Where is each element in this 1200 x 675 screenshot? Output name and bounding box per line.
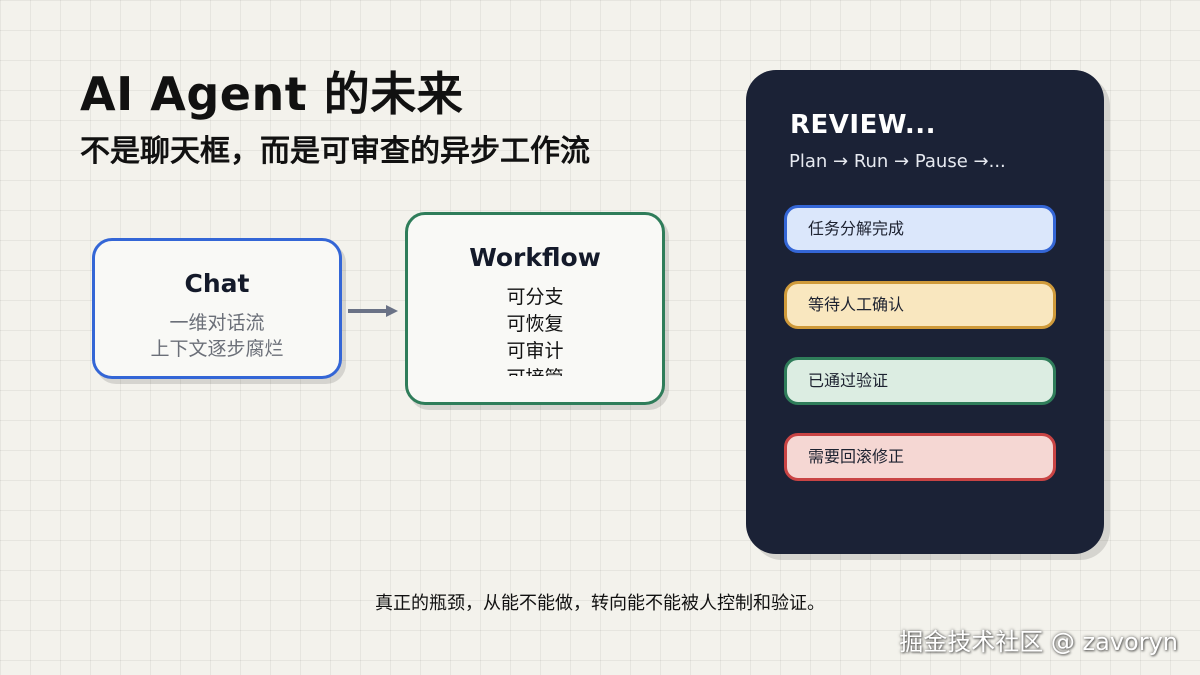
page-title: AI Agent 的未来 xyxy=(80,67,464,121)
review-status-pill: 任务分解完成 xyxy=(784,205,1056,253)
watermark: 掘金技术社区 @ zavoryn xyxy=(899,628,1178,656)
workflow-card-title: Workflow xyxy=(469,243,601,272)
review-panel-title: REVIEW... xyxy=(790,110,937,140)
arrow-right-icon xyxy=(348,305,398,317)
workflow-line: 可恢复 xyxy=(506,313,564,335)
review-status-pill: 已通过验证 xyxy=(784,357,1056,405)
review-status-pill: 等待人工确认 xyxy=(784,281,1056,329)
review-status-pill: 需要回滚修正 xyxy=(784,433,1056,481)
workflow-line: 可接管 xyxy=(408,365,662,376)
workflow-line: 可审计 xyxy=(506,340,564,362)
review-panel: REVIEW... Plan → Run → Pause →... 任务分解完成… xyxy=(746,70,1104,554)
workflow-card: Workflow 可分支 可恢复 可审计 可接管 xyxy=(405,212,665,405)
footer-caption: 真正的瓶颈，从能不能做，转向能不能被人控制和验证。 xyxy=(375,593,825,614)
chat-card-title: Chat xyxy=(184,269,250,298)
review-panel-flow: Plan → Run → Pause →... xyxy=(789,151,1006,172)
chat-card-lines: 一维对话流 上下文逐步腐烂 xyxy=(95,310,339,362)
workflow-card-lines: 可分支 可恢复 可审计 可接管 xyxy=(408,284,662,376)
chat-line: 一维对话流 xyxy=(169,312,265,334)
page-subtitle: 不是聊天框，而是可审查的异步工作流 xyxy=(80,134,590,169)
chat-line: 上下文逐步腐烂 xyxy=(150,338,284,360)
chat-card: Chat 一维对话流 上下文逐步腐烂 xyxy=(92,238,342,379)
workflow-line: 可分支 xyxy=(506,286,564,308)
